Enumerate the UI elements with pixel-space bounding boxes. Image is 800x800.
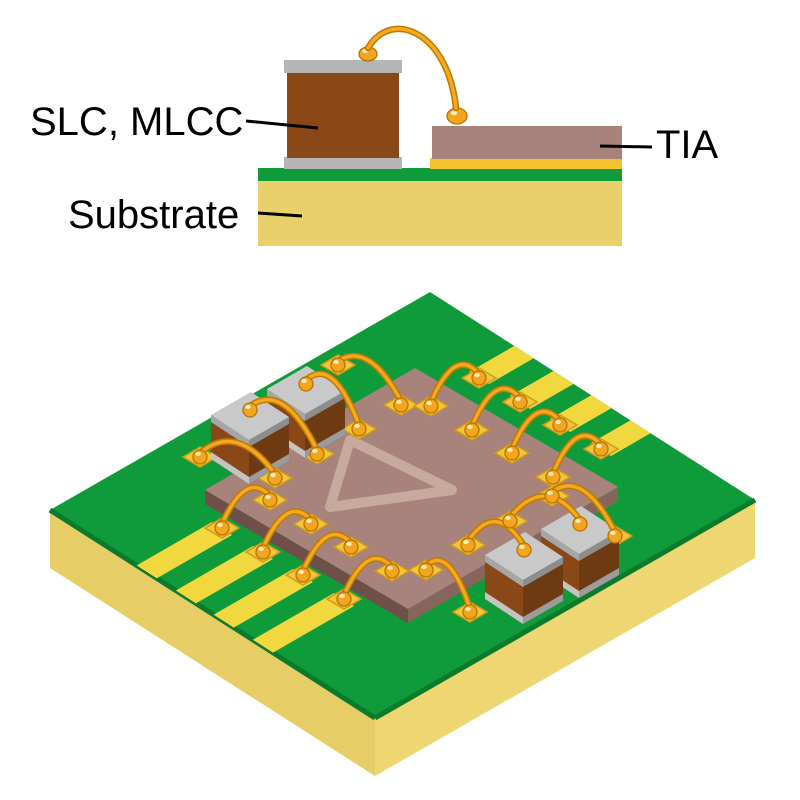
tia-leader-line bbox=[599, 144, 653, 149]
bump bbox=[336, 591, 352, 607]
amplifier-triangle-mark bbox=[325, 435, 457, 512]
tia-label: TIA bbox=[656, 123, 719, 167]
capacitor-bottom-termination bbox=[284, 157, 402, 169]
bump bbox=[255, 544, 271, 560]
bump bbox=[423, 398, 439, 414]
bump bbox=[192, 449, 208, 465]
bump bbox=[462, 604, 478, 620]
board-edge-bevel bbox=[373, 497, 757, 721]
bump bbox=[552, 417, 568, 433]
capacitor-body bbox=[287, 72, 399, 158]
substrate-label: Substrate bbox=[68, 193, 239, 237]
bump bbox=[343, 539, 359, 555]
bump bbox=[267, 470, 283, 486]
board-edge-bevel bbox=[48, 507, 377, 721]
bump bbox=[504, 445, 520, 461]
bump bbox=[593, 441, 609, 457]
bump bbox=[309, 446, 325, 462]
bump bbox=[512, 394, 528, 410]
substrate-side-left bbox=[50, 510, 375, 776]
substrate-body bbox=[258, 180, 622, 246]
die-side-left bbox=[205, 490, 408, 623]
bump bbox=[214, 520, 230, 536]
bump bbox=[471, 370, 487, 386]
capacitor-top-termination bbox=[284, 60, 402, 73]
substrate-leader-line bbox=[257, 211, 303, 218]
bump bbox=[464, 422, 480, 438]
bump bbox=[418, 562, 434, 578]
bump bbox=[460, 537, 476, 553]
bump bbox=[330, 357, 346, 373]
bump bbox=[298, 376, 314, 392]
die-attach-gold-layer bbox=[430, 158, 622, 169]
tia-die-body bbox=[432, 126, 622, 159]
tia-cross-section bbox=[430, 126, 622, 169]
bump bbox=[516, 542, 532, 558]
bump bbox=[295, 567, 311, 583]
bump bbox=[242, 402, 258, 418]
bump bbox=[502, 513, 518, 529]
bump bbox=[545, 469, 561, 485]
cross-section-view: SLC, MLCC TIA Substrate bbox=[30, 46, 719, 246]
capacitor-leader-line bbox=[245, 119, 319, 130]
bump bbox=[607, 528, 623, 544]
bump bbox=[262, 492, 278, 508]
capacitor-cross-section bbox=[284, 60, 402, 169]
substrate-side-right bbox=[375, 500, 755, 776]
bump bbox=[393, 397, 409, 413]
bump bbox=[384, 563, 400, 579]
substrate-green-layer bbox=[258, 168, 622, 181]
bump bbox=[544, 488, 560, 504]
die-top-face bbox=[205, 368, 618, 609]
stud-bump-highlight bbox=[450, 110, 458, 116]
capacitor-label: SLC, MLCC bbox=[30, 100, 243, 144]
bump bbox=[572, 516, 588, 532]
bump bbox=[351, 421, 367, 437]
bump bbox=[303, 516, 319, 532]
